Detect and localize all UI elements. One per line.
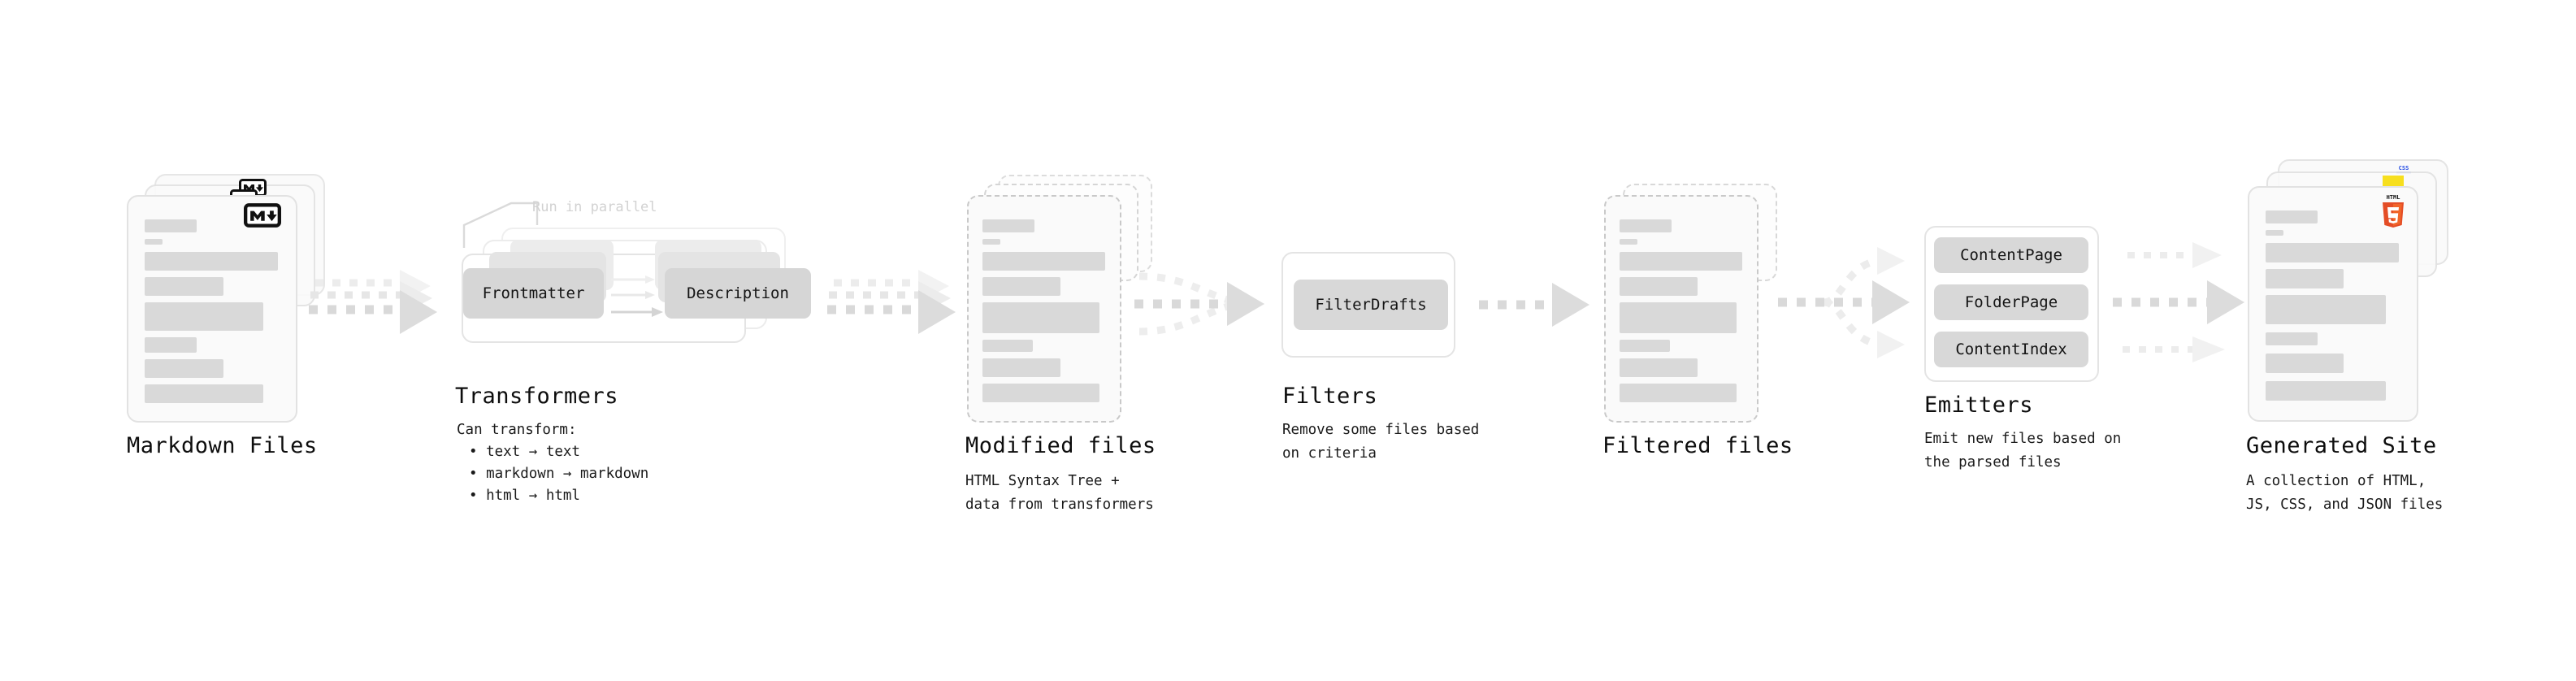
transformer-inner-arrows — [611, 275, 663, 317]
markdown-card-front — [127, 195, 297, 423]
doc-bar — [982, 219, 1034, 232]
doc-bar — [2266, 269, 2344, 288]
filters-subtitle: Remove some files based on criteria — [1282, 422, 1480, 462]
stage-title-filtered-files: Filtered files — [1602, 433, 1793, 458]
doc-bar — [145, 384, 263, 403]
stage-title-emitters: Emitters — [1924, 393, 2034, 418]
doc-bar — [1620, 252, 1742, 271]
doc-bar — [1620, 302, 1737, 333]
emitter-pill-folderpage[interactable]: FolderPage — [1934, 284, 2088, 320]
stage-title-filters: Filters — [1282, 384, 1378, 409]
doc-bar — [2266, 381, 2386, 401]
doc-bar — [145, 252, 278, 271]
transformer-pill-description[interactable]: Description — [665, 268, 811, 319]
transformers-bullet-2: • html → html — [469, 488, 580, 504]
arrow-filtered-to-emitters — [1778, 247, 1910, 358]
doc-bar — [1620, 384, 1737, 402]
doc-bar — [982, 252, 1105, 271]
transformers-subtitle-head: Can transform: — [457, 422, 577, 438]
doc-bar — [145, 219, 197, 232]
doc-bar — [2266, 295, 2386, 324]
doc-bar — [2266, 243, 2399, 262]
arrow-emitters-to-site — [2113, 242, 2244, 362]
svg-text:HTML: HTML — [2387, 194, 2400, 201]
doc-bar — [1620, 239, 1637, 245]
emitter-pill-contentpage[interactable]: ContentPage — [1934, 237, 2088, 273]
doc-bar — [982, 277, 1060, 296]
doc-bar — [145, 359, 223, 378]
stage-title-transformers: Transformers — [455, 384, 619, 409]
doc-bar — [1620, 219, 1672, 232]
doc-bar — [982, 239, 1000, 245]
doc-bar — [982, 358, 1060, 377]
stage-title-generated-site: Generated Site — [2246, 433, 2437, 458]
doc-bar — [982, 302, 1099, 333]
doc-bar — [145, 337, 197, 353]
doc-bar — [2266, 210, 2318, 223]
doc-bar — [145, 302, 263, 331]
doc-bar — [145, 277, 223, 296]
stage-title-markdown-files: Markdown Files — [127, 433, 318, 458]
transformer-pill-frontmatter[interactable]: Frontmatter — [463, 268, 604, 319]
doc-bar — [2266, 230, 2283, 236]
doc-bar — [2266, 332, 2318, 345]
doc-bar — [1620, 340, 1670, 352]
run-in-parallel-bracket — [462, 202, 539, 248]
arrow-filters-to-filtered — [1479, 283, 1589, 327]
transformers-bullet-1: • markdown → markdown — [469, 466, 649, 482]
doc-bar — [145, 239, 163, 245]
doc-bar — [982, 384, 1099, 402]
modified-card-front — [967, 195, 1121, 423]
doc-bar — [1620, 277, 1698, 296]
doc-bar — [1620, 358, 1698, 377]
doc-bar — [982, 340, 1033, 352]
transformers-bullet-0: • text → text — [469, 444, 580, 460]
arrow-markdown-to-transformers — [309, 270, 437, 334]
filtered-card-front — [1604, 195, 1759, 423]
arrow-transformers-to-modified — [827, 270, 956, 334]
stage-title-modified-files: Modified files — [965, 433, 1156, 458]
modified-files-subtitle: HTML Syntax Tree + data from transformer… — [965, 473, 1154, 513]
doc-bar — [2266, 354, 2344, 373]
generated-site-subtitle: A collection of HTML, JS, CSS, and JSON … — [2246, 473, 2444, 513]
arrow-modified-to-filters — [1134, 272, 1264, 336]
emitter-pill-contentindex[interactable]: ContentIndex — [1934, 332, 2088, 367]
svg-text:CSS: CSS — [2399, 165, 2409, 171]
run-in-parallel-label: Run in parallel — [532, 199, 657, 215]
filter-pill-filterdrafts[interactable]: FilterDrafts — [1294, 280, 1448, 330]
emitters-subtitle: Emit new files based on the parsed files — [1924, 431, 2122, 471]
